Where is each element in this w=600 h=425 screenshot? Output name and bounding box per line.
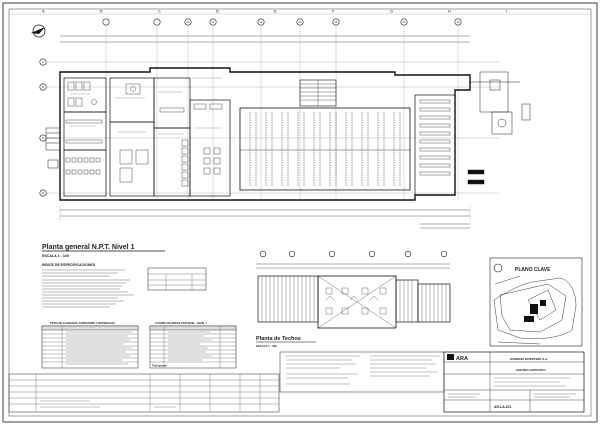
area-table-title: CUADRO DE AREAS POR NIVEL - NIVEL 1 — [155, 321, 208, 325]
building-outline — [59, 67, 471, 201]
sheet-number: AR-LA-101 — [494, 405, 511, 409]
grid-label-10: 10 — [186, 20, 190, 24]
plan-title: Planta general N.P.T. Nivel 1 — [42, 244, 135, 251]
area-table: CUADRO DE AREAS POR NIVEL - NIVEL 1 Tota… — [149, 321, 237, 369]
key-plan: PLANO CLAVE — [489, 257, 583, 347]
company-logo-icon — [447, 354, 454, 360]
sheet-marker-a: A — [42, 9, 45, 14]
sheet-marker-h: H — [448, 9, 451, 14]
sheet-marker-b: B — [100, 9, 103, 14]
auditorium-seating — [239, 107, 411, 191]
roof-grid-bubbles — [259, 250, 448, 258]
row-label-c: C — [42, 136, 45, 140]
service-wing — [63, 77, 231, 197]
sheet-column-markers: A B C D E F G H I — [9, 9, 591, 15]
grid-label-14: 14 — [334, 20, 338, 24]
grid-label-12: 12 — [259, 20, 263, 24]
row-label-b: B — [42, 85, 44, 89]
entrance-left — [45, 127, 61, 169]
sheet-marker-d: D — [216, 9, 219, 14]
key-plan-north-icon — [493, 263, 503, 273]
sheet-marker-e: E — [274, 9, 277, 14]
plan-scale: ESCALA 1 : 100 — [42, 254, 69, 258]
sheet-marker-i: I — [506, 9, 507, 14]
sheet-marker-c: C — [158, 9, 161, 14]
row-label-a: A — [42, 60, 44, 64]
sheet-marker-g: G — [390, 9, 393, 14]
sheet-inner-border — [8, 8, 592, 417]
finish-table-title: TIPOS DE ACABADOS, ESPESORES Y MATERIALE… — [50, 321, 115, 325]
area-total-label: Total general — [152, 365, 167, 368]
right-wing — [414, 94, 456, 196]
spec-index-title: INDICE DE ESPECIFICACIONES — [42, 263, 96, 267]
grid-label-13: 13 — [298, 20, 302, 24]
revision-strip — [8, 373, 280, 413]
company-name: ARA — [456, 356, 468, 362]
roof-plan-title: Planta de Techos — [256, 336, 301, 342]
client-name: SUMERIO INVESTIMO S.A. — [510, 357, 548, 361]
grid-label-15: 15 — [402, 20, 406, 24]
grid-label-16: 16 — [456, 20, 460, 24]
roof-plan-scale: ESCALA 1 : 200 — [256, 344, 277, 348]
main-floor-plan: 10 11 12 13 14 15 16 — [39, 18, 531, 258]
project-name: CENTRO ARTISTICO — [516, 368, 546, 372]
spec-index: INDICE DE ESPECIFICACIONES — [42, 263, 207, 308]
stair — [299, 79, 337, 107]
roof-plan: Planta de Techos ESCALA 1 : 200 — [256, 250, 451, 348]
grid-bubbles-left: A B C D — [39, 58, 47, 197]
grid-label-11: 11 — [211, 20, 214, 24]
key-plan-title: PLANO CLAVE — [515, 267, 551, 273]
north-arrow-icon — [31, 24, 46, 38]
row-label-d: D — [42, 191, 45, 195]
exterior-right — [467, 71, 531, 185]
sheet-marker-f: F — [332, 9, 335, 14]
title-block: ARA SUMERIO INVESTIMO S.A. CENTRO ARTIST… — [443, 351, 585, 413]
finish-table: TIPOS DE ACABADOS, ESPESORES Y MATERIALE… — [41, 321, 139, 369]
